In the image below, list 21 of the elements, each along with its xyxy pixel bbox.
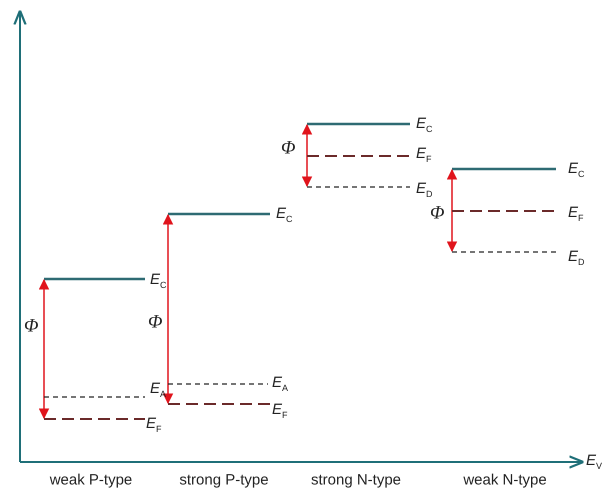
energy-level-label: E$_{D}$ [568,249,585,267]
axis-label: E$_{V}$ [586,453,602,471]
category-label: strong N-type [310,472,402,488]
energy-level-label: E$_{F}$ [146,416,162,434]
category-label: weak N-type [463,472,547,488]
energy-level-label: E$_{F}$ [568,205,584,223]
energy-level-label: E$_{C}$ [568,161,585,179]
energy-level-label: E$_{F}$ [272,402,288,420]
energy-level-label: E$_{D}$ [416,181,433,199]
barrier-height-label: Φ [24,316,38,336]
energy-level-label: E$_{A}$ [150,381,166,399]
energy-level-label: E$_{C}$ [276,206,293,224]
energy-level-label: E$_{F}$ [416,146,432,164]
category-label: weak P-type [50,472,132,488]
energy-level-label: E$_{C}$ [150,272,167,290]
barrier-height-label: Φ [430,204,444,222]
energy-level-label: E$_{C}$ [416,116,433,134]
category-label: strong P-type [179,472,269,488]
energy-level-label: E$_{A}$ [272,375,288,393]
barrier-height-label: Φ [281,138,296,158]
barrier-height-label: Φ [148,312,162,332]
